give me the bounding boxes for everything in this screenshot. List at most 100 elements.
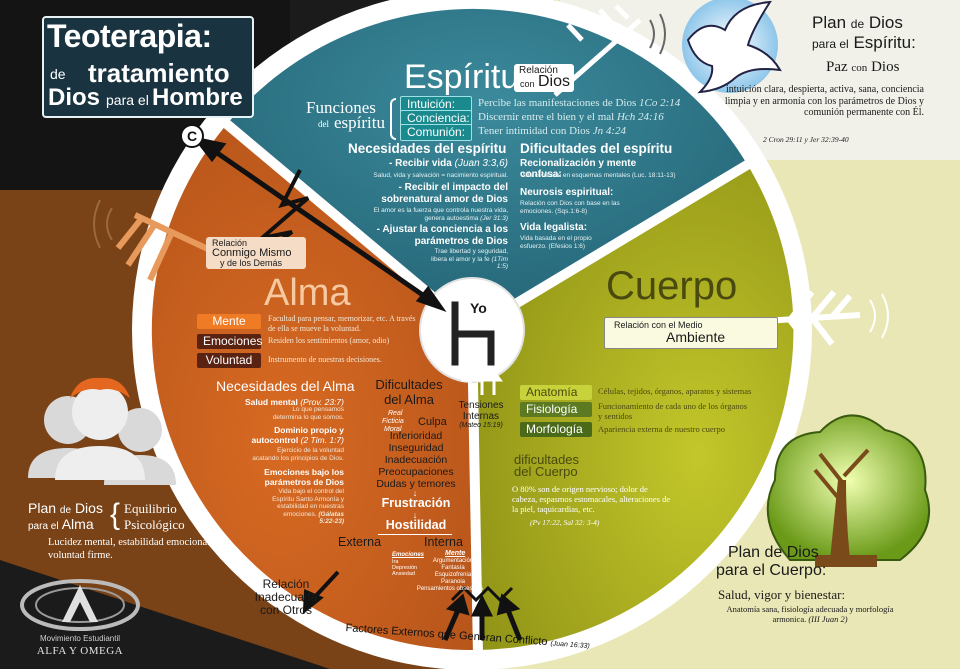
nec-alma-2: Dominio propio y autocontrol (2 Tim. 1:7…	[251, 425, 344, 445]
alma-voluntad-text: Instrumento de nuestras decisiones.	[268, 355, 382, 364]
factores-arrows	[442, 593, 523, 641]
plan-cuerpo-line2: para el Cuerpo:	[716, 562, 827, 579]
plan-alma-brace: {	[110, 498, 121, 531]
mente-label: Mente	[445, 550, 466, 557]
wedge-espiritu	[227, 8, 747, 330]
nec-espiritu-3: - Ajustar la conciencia a los parámetros…	[376, 224, 508, 247]
arrow-center-copyright	[191, 136, 447, 312]
waves-cuerpo	[869, 293, 889, 339]
cuerpo-fisiologia-text: Funcionamiento de cada uno de los órgano…	[598, 401, 748, 421]
plan-alma-line1: Plan de Dios	[28, 500, 103, 516]
copyright-icon: C	[180, 124, 204, 148]
logo-icon	[20, 579, 140, 631]
emociones-label: Emociones	[392, 552, 425, 558]
funciones-espiritu-line1: Funciones	[306, 98, 376, 117]
tension-arrows	[461, 369, 503, 395]
factores-zigzag	[450, 585, 514, 603]
frustracion-label: Frustración	[381, 496, 451, 510]
nec-espiritu-3-desc: Trae libertad y seguridad, libera el amo…	[431, 248, 508, 270]
arrow-down-1: ↓	[412, 488, 418, 498]
espiritu-title: Espíritu	[404, 58, 520, 96]
title-tratamiento: tratamiento	[88, 58, 230, 88]
dif-alma-inferioridad: Inferioridad	[389, 430, 443, 442]
dificultades-espiritu-title: Dificultades del espíritu	[520, 141, 673, 156]
waves-alma	[93, 199, 113, 249]
dificultades-cuerpo-line2: del Cuerpo	[514, 464, 578, 479]
dificultades-alma-line1: Dificultades	[375, 377, 443, 392]
relacion-otros-line1: Relación	[262, 577, 310, 591]
nec-alma-3: Emociones bajo los parámetros de Dios	[264, 467, 344, 487]
cuerpo-morfologia-pill: Morfología	[520, 422, 592, 437]
alma-relacion-line2: Conmigo Mismo	[212, 247, 292, 259]
cuerpo-relacion-line2: Ambiente	[666, 329, 726, 345]
nec-espiritu-1-desc: Salud, vida y salvación = nacimiento esp…	[373, 172, 508, 179]
plan-cuerpo-desc: Anatomía sana, fisiología adecuada y mor…	[726, 604, 894, 624]
nec-alma-2-desc: Ejercicio de la voluntad acatando los pr…	[252, 447, 344, 462]
plan-espiritu-desc: intuición clara, despierta, activa, sana…	[724, 84, 924, 118]
plan-espiritu-heading: Plan de Dios	[812, 13, 903, 32]
espiritu-relacion-dios: Dios	[538, 73, 571, 90]
culpa-type-moral: Moral	[384, 426, 402, 433]
emociones-ansiedad: Ansiedad	[392, 571, 415, 577]
dif-espiritu-2: Neurosis espiritual:	[520, 187, 614, 198]
necesidades-alma-title: Necesidades del Alma	[216, 378, 355, 394]
func-intuicion-text: Percibe las manifestaciones de Dios 1Co …	[478, 97, 681, 109]
yo-symbol-icon	[451, 301, 495, 366]
cuerpo-anatomia-text: Células, tejidos, órganos, aparatos y si…	[598, 386, 752, 396]
title-de: de	[50, 66, 66, 82]
func-comunion-text: Tener intimidad con Dios Jn 4:24	[478, 125, 627, 137]
alma-relacion-line3: y de los Demás	[220, 258, 283, 268]
interna-label: Interna	[424, 535, 463, 549]
mente-argumentacion: Argumentación	[432, 558, 474, 564]
externa-label: Externa	[338, 535, 382, 549]
waves-espiritu	[649, 13, 666, 55]
dificultades-alma-line2: del Alma	[384, 392, 434, 407]
alma-emociones-text: Residen los sentimientos (amor, odio)	[268, 336, 390, 345]
dif-espiritu-2-desc: Relación con Dios con base en las emocio…	[520, 200, 620, 215]
alma-mente-text: Facultad para pensar, memorizar, etc. A …	[268, 314, 416, 333]
dif-alma-preocupaciones: Preocupaciones	[378, 466, 454, 478]
funciones-espiritu-del: del	[318, 119, 329, 129]
alma-relacion-line1: Relación	[212, 238, 248, 248]
culpa-type-ficticia: Ficticia	[382, 418, 404, 425]
dificultades-cuerpo-ref: (Pv 17:22, Sal 32: 3-4)	[530, 518, 600, 527]
plan-espiritu-heading2: para el Espíritu:	[812, 33, 916, 52]
alma-relacion-box	[206, 237, 306, 269]
plan-espiritu-refs: 2 Cron 29:11 y Jer 32:39-40	[763, 135, 849, 144]
relacion-otros-line3: con Otros	[259, 603, 313, 617]
logo-line2: ALFA Y OMEGA	[36, 645, 124, 657]
arrow-relacion-otros	[302, 570, 340, 615]
espiritu-relacion-label: Relación	[519, 65, 558, 76]
title-teoterapia: Teoterapia:	[47, 18, 212, 54]
nec-espiritu-2-desc: El amor es la fuerza que controla nuestr…	[373, 207, 508, 222]
tensiones-line2: Internas	[462, 411, 500, 422]
hostilidad-underline	[378, 534, 452, 535]
func-conciencia-text: Discernir entre el bien y el mal Hch 24:…	[478, 111, 664, 123]
dif-espiritu-3: Vida legalista:	[520, 222, 588, 233]
espiritu-relacion-con: con	[520, 79, 535, 89]
culpa-type-real: Real	[388, 410, 403, 417]
funciones-espiritu-line2: espíritu	[334, 113, 385, 132]
mente-fantasia: Fantasía	[441, 565, 465, 571]
antenna-alma-icon	[115, 212, 212, 282]
plan-alma-psicologico: Psicológico	[124, 517, 185, 532]
mente-paranoia: Paranoia	[440, 579, 466, 585]
dif-espiritu-1-desc: Vida con base en esquemas mentales (Luc.…	[520, 172, 676, 179]
emociones-ira: Ira	[392, 559, 399, 565]
dif-alma-inseguridad: Inseguridad	[388, 442, 444, 454]
necesidades-espiritu-title: Necesidades del espíritu	[348, 141, 507, 156]
dificultades-cuerpo-line1: dificultades	[514, 452, 580, 467]
people-icon	[28, 377, 176, 485]
tensiones-line1: Tensiones	[458, 400, 504, 411]
title-para: para el	[106, 92, 149, 108]
plan-alma-equilibrio: Equilibrio	[124, 501, 177, 516]
func-comunion-pill: Comunión:	[400, 124, 472, 141]
alma-title: Alma	[264, 272, 351, 314]
arrow-down-2: ↓	[412, 510, 418, 520]
plan-cuerpo-line1: Plan de Dios	[728, 544, 819, 561]
dif-espiritu-3-desc: Vida basada en el propio esfuerzo. (Efes…	[520, 235, 592, 250]
cuerpo-relacion-box	[604, 317, 778, 349]
plan-alma-line2: para el Alma	[28, 516, 94, 532]
